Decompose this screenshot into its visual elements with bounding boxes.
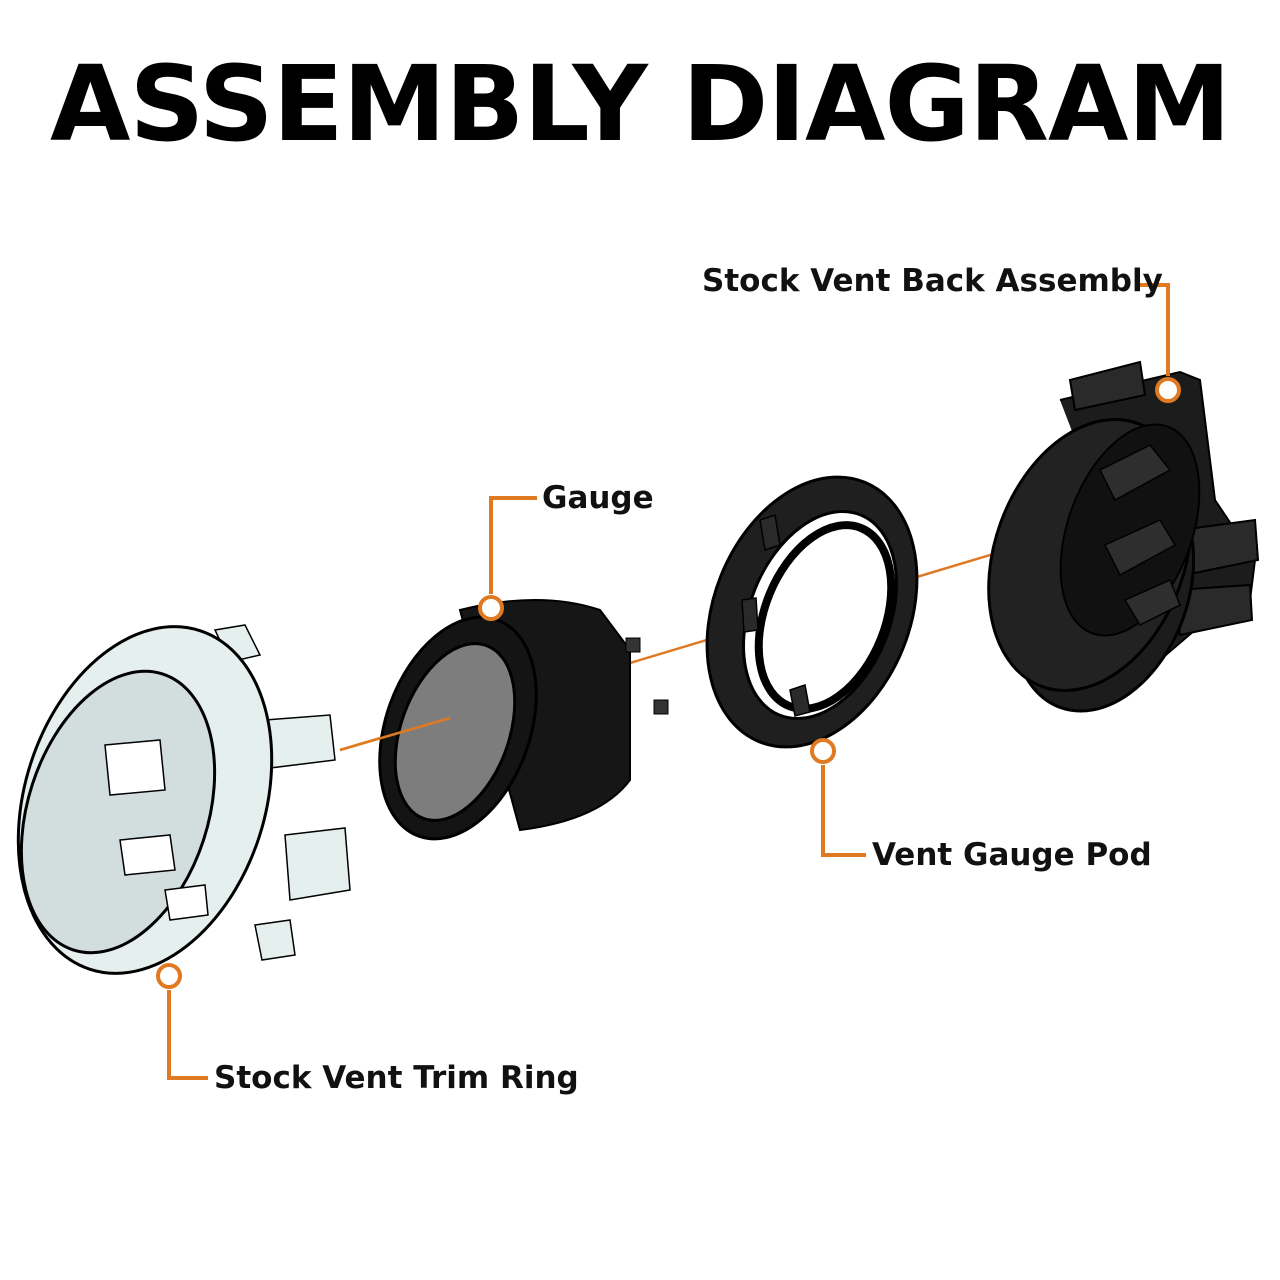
leader-trim-ring	[156, 963, 208, 1080]
label-back-assembly: Stock Vent Back Assembly	[702, 263, 1163, 299]
diagram-title: ASSEMBLY DIAGRAM	[50, 43, 1231, 165]
vent-gauge-pod-part	[705, 475, 919, 749]
label-gauge: Gauge	[542, 480, 654, 516]
label-trim-ring: Stock Vent Trim Ring	[214, 1060, 579, 1096]
trim-ring-part	[16, 624, 351, 975]
leader-gauge	[478, 496, 537, 621]
label-vent-gauge-pod: Vent Gauge Pod	[872, 837, 1152, 873]
leader-pod	[810, 738, 866, 857]
leader-back-assembly	[1135, 283, 1181, 403]
gauge-part	[339, 599, 669, 841]
back-assembly-part	[987, 360, 1260, 713]
